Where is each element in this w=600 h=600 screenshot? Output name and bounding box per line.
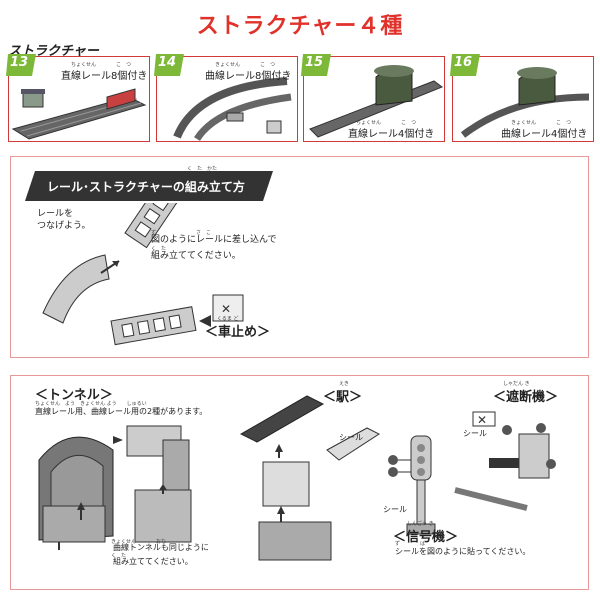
buffer-ruby: くるま ど	[217, 316, 239, 322]
signal-ruby: しんごう き	[407, 521, 434, 527]
station-assembly-diagram	[239, 395, 381, 561]
crossing-seal-label: シール	[463, 429, 487, 438]
svg-text:✕: ✕	[221, 302, 231, 316]
step2-ruby2: く た	[151, 246, 167, 252]
rail-connection-diagram: ✕	[42, 203, 244, 346]
svg-text:✕: ✕	[477, 413, 487, 427]
tunnel-note2-ruby: きょくせん おな	[111, 539, 167, 545]
step2-ruby: ず さ こ	[151, 230, 212, 236]
heading-ruby: く た かた	[187, 166, 218, 172]
station-ruby: えき	[339, 381, 349, 387]
seal-note-ruby: ず は	[395, 541, 426, 547]
product-label: 直線レール8個付き	[61, 71, 148, 82]
station-title: ＜駅＞	[323, 390, 363, 405]
product-number-badge: 13	[6, 54, 36, 76]
product-number-badge: 15	[301, 54, 331, 76]
page-title: ストラクチャー４種	[196, 14, 404, 39]
label-ruby: きょくせん こ つ	[511, 120, 572, 126]
product-card-14: 14 きょくせん こ つ 曲線レール8個付き	[154, 54, 298, 142]
curved-tunnel-illustration	[460, 67, 590, 138]
assembly-panel: レール･ストラクチャーの組み立て方 く た かた レールを つなげよう。 ✕ ず…	[10, 156, 589, 358]
seal-instruction: シールを図のように貼ってください。	[395, 547, 531, 556]
tunnel-ruby: ちょくせん よう きょくせん よう しゅるい	[35, 401, 147, 407]
structures-panel: ＜トンネル＞ ちょくせん よう きょくせん よう しゅるい 直線レール用、曲線レ…	[10, 375, 589, 590]
label-ruby: ちょくせん こ つ	[356, 120, 417, 126]
tunnel-note: 直線レール用、曲線レール用の2種があります。	[35, 407, 208, 416]
station-seal-label: シール	[339, 433, 363, 442]
buffer-stop-label: ＜車止め＞	[205, 325, 271, 340]
tunnel-title: ＜トンネル＞	[35, 388, 113, 403]
tunnel-assembly-diagram	[38, 425, 192, 550]
product-number-badge: 14	[154, 54, 184, 76]
straight-rail-set-illustration	[11, 88, 147, 140]
tunnel-note2-line1: 曲線トンネルも同じように	[113, 543, 209, 552]
crossing-ruby: しゃだん き	[503, 381, 530, 387]
step2-line1: 図のようにレールに差し込んで	[151, 235, 277, 245]
curved-rail-set-illustration	[173, 77, 292, 141]
assembly-heading: レール･ストラクチャーの組み立て方	[47, 180, 245, 194]
product-label: 直線レール4個付き	[348, 129, 435, 140]
assembly-heading-banner: レール･ストラクチャーの組み立て方	[25, 171, 273, 201]
step1-line1: レールを	[37, 209, 74, 219]
crossing-gate-diagram: ✕	[454, 411, 556, 511]
tunnel-note2-ruby2: く た	[111, 553, 127, 559]
label-ruby: ちょくせん こ つ	[71, 62, 132, 68]
product-card-16: 16 きょくせん こ つ 曲線レール4個付き	[450, 54, 594, 142]
straight-tunnel-illustration	[309, 65, 444, 138]
step1-line2: つなげよう。	[37, 221, 91, 231]
signal-title: ＜信号機＞	[393, 530, 459, 545]
product-card-13: 13 ちょくせん こ つ 直線レール8個付き	[6, 54, 150, 142]
step2-line2: 組み立ててください。	[151, 251, 241, 261]
product-card-15: 15 ちょくせん こ つ 直線レール4個付き	[301, 54, 445, 142]
product-number-badge: 16	[450, 54, 480, 76]
signal-diagram	[388, 435, 436, 535]
product-label: 曲線レール8個付き	[205, 71, 292, 82]
label-ruby: きょくせん こ つ	[215, 62, 276, 68]
tunnel-note2-line2: 組み立ててください。	[113, 557, 193, 566]
crossing-title: ＜遮断機＞	[493, 390, 559, 405]
product-label: 曲線レール4個付き	[501, 129, 588, 140]
signal-seal-label: シール	[383, 505, 407, 514]
